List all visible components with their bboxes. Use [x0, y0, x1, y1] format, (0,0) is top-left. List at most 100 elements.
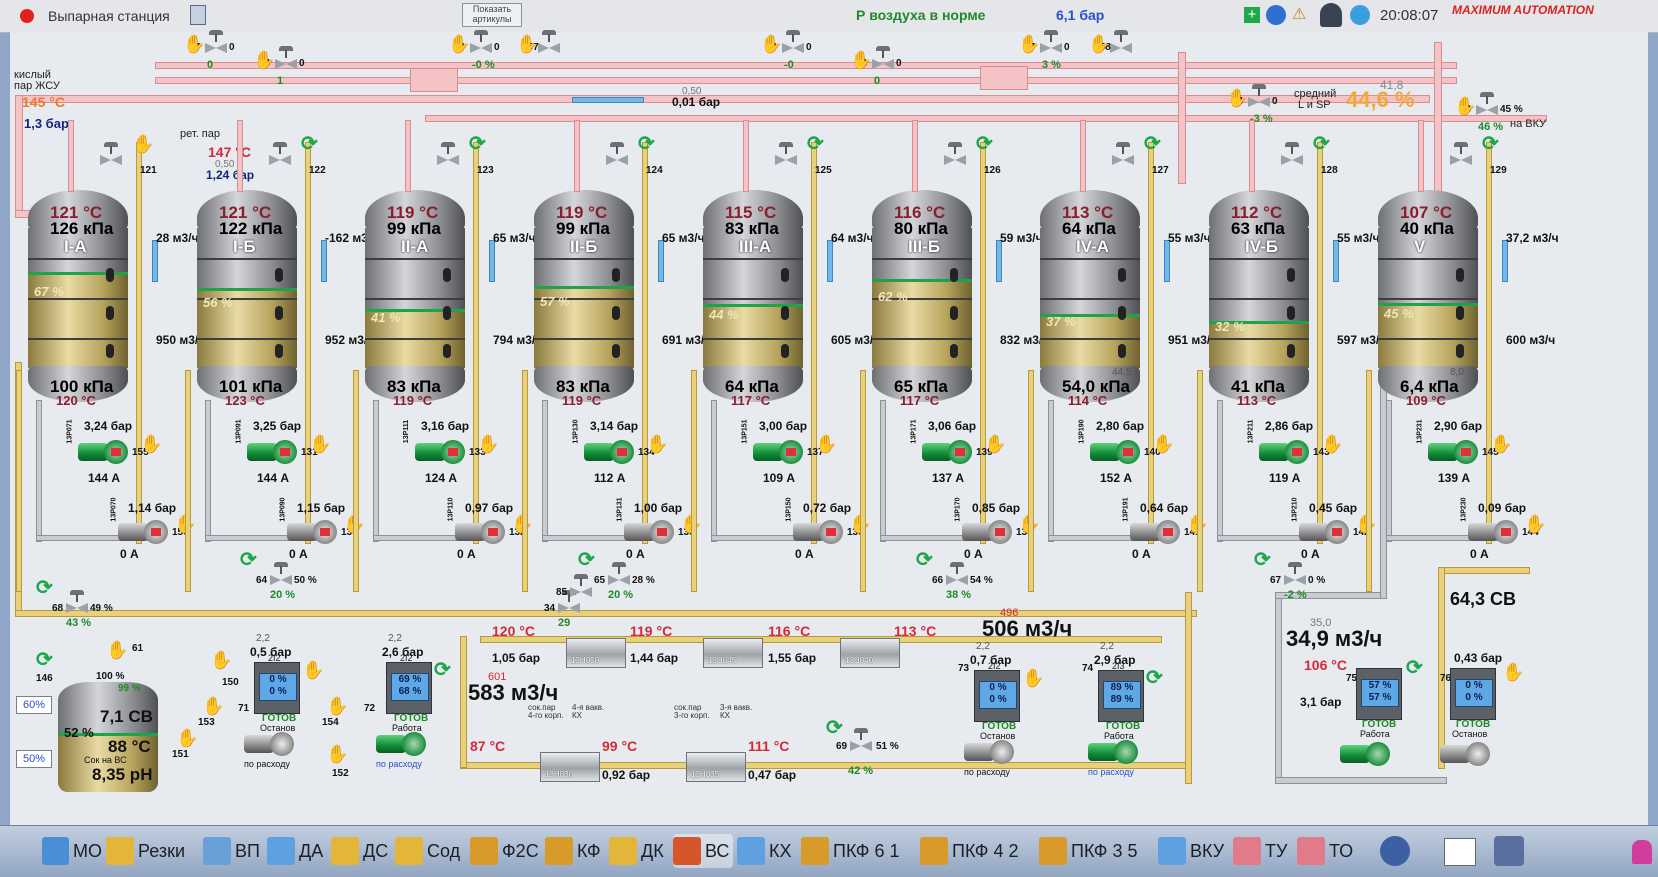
manual-icon-151[interactable]: ✋ — [176, 728, 199, 748]
taskbar-item-дс[interactable]: ДС — [331, 834, 391, 868]
clipboard-icon[interactable] — [190, 5, 206, 25]
auto-mode-icon-146[interactable]: ⟳ — [36, 649, 53, 671]
manual-icon-121[interactable]: ✋ — [132, 134, 155, 154]
evaporator-6[interactable] — [872, 190, 972, 402]
pump-131[interactable] — [247, 440, 299, 464]
level-valve-68[interactable] — [66, 590, 88, 614]
manual-icon-152[interactable]: ✋ — [326, 744, 349, 764]
manual-icon-155[interactable]: ✋ — [140, 434, 163, 454]
auto-mode-icon-123[interactable]: ⟳ — [469, 133, 486, 155]
heat-exchanger-13h045[interactable]: 13H045 — [703, 638, 763, 668]
taskbar-item-да[interactable]: ДА — [267, 834, 327, 868]
valve-77[interactable] — [205, 30, 227, 54]
pump-141[interactable] — [1130, 520, 1182, 544]
pump-142[interactable] — [1299, 520, 1351, 544]
pump-155[interactable] — [78, 440, 130, 464]
taskbar-item-ту[interactable]: ТУ — [1233, 834, 1293, 868]
valve-78[interactable] — [275, 46, 297, 70]
evaporator-7[interactable] — [1040, 190, 1140, 402]
feed-panel-1[interactable]: 69 %68 % — [386, 662, 432, 714]
valve-97[interactable] — [1040, 30, 1062, 54]
manual-icon-80[interactable]: ✋ — [760, 34, 783, 54]
taskbar-item-кф[interactable]: КФ — [545, 834, 605, 868]
level-valve-66[interactable] — [946, 562, 968, 586]
heat-exchanger-13h030[interactable]: 13H030 — [540, 752, 600, 782]
pump-145[interactable] — [1428, 440, 1480, 464]
steam-valve-124[interactable] — [606, 142, 628, 166]
pump-140[interactable] — [1090, 440, 1142, 464]
telegram-icon[interactable] — [1350, 5, 1370, 25]
auto-mode-icon-122[interactable]: ⟳ — [301, 133, 318, 155]
valve-94[interactable] — [1248, 84, 1270, 108]
steam-valve-125[interactable] — [775, 142, 797, 166]
evaporator-5[interactable] — [703, 190, 803, 402]
auto-mode-icon-65[interactable]: ⟳ — [578, 549, 595, 571]
pump-134[interactable] — [584, 440, 636, 464]
taskbar-item-ф2с[interactable]: Ф2С — [470, 834, 541, 868]
level-valve-64[interactable] — [270, 562, 292, 586]
feed-panel-2[interactable]: 0 %0 % — [974, 670, 1020, 722]
auto-mode-icon-feed-1[interactable]: ⟳ — [434, 659, 451, 681]
manual-icon-143[interactable]: ✋ — [1321, 434, 1344, 454]
feed-pump-0[interactable] — [244, 732, 296, 756]
maintenance-icon[interactable] — [1494, 836, 1524, 866]
panel-75[interactable]: 57 %57 % — [1356, 668, 1402, 720]
valve-63[interactable] — [1476, 92, 1498, 116]
manual-icon-96[interactable]: ✋ — [850, 50, 873, 70]
valve-79[interactable] — [470, 30, 492, 54]
alarm-bell-icon[interactable] — [1632, 840, 1652, 864]
taskbar-item-вку[interactable]: ВКУ — [1158, 834, 1229, 868]
feed-pump-1[interactable] — [376, 732, 428, 756]
auto-mode-icon-124[interactable]: ⟳ — [638, 133, 655, 155]
pump-156[interactable] — [118, 520, 170, 544]
pump-138[interactable] — [962, 520, 1014, 544]
level-valve-67[interactable] — [1284, 562, 1306, 586]
heat-exchanger-13h035[interactable]: 13H035 — [686, 752, 746, 782]
taskbar-item-пкф-4-2[interactable]: ПКФ 4 2 — [920, 834, 1035, 868]
auto-mode-icon-125[interactable]: ⟳ — [807, 133, 824, 155]
pump-76[interactable] — [1440, 742, 1492, 766]
pump-133[interactable] — [415, 440, 467, 464]
taskbar-item-то[interactable]: ТО — [1297, 834, 1357, 868]
manual-icon-feed-0[interactable]: ✋ — [302, 660, 325, 680]
network-icon[interactable]: ⚠ — [1292, 6, 1307, 23]
manual-icon-144[interactable]: ✋ — [1524, 514, 1547, 534]
pump-137[interactable] — [753, 440, 805, 464]
level-valve-85[interactable] — [570, 574, 592, 598]
auto-mode-icon-128[interactable]: ⟳ — [1313, 133, 1330, 155]
auto-mode-icon-66[interactable]: ⟳ — [916, 549, 933, 571]
evaporator-3[interactable] — [365, 190, 465, 402]
steam-valve-129[interactable] — [1450, 142, 1472, 166]
pump-144[interactable] — [1468, 520, 1520, 544]
steam-valve-126[interactable] — [944, 142, 966, 166]
auto-mode-icon-feed-3[interactable]: ⟳ — [1146, 667, 1163, 689]
auto-mode-icon-64[interactable]: ⟳ — [240, 549, 257, 571]
evaporator-8[interactable] — [1209, 190, 1309, 402]
valve-157[interactable] — [538, 30, 560, 54]
manual-icon-133[interactable]: ✋ — [477, 434, 500, 454]
add-icon[interactable]: + — [1244, 7, 1260, 23]
settings-gear-icon[interactable] — [1380, 836, 1410, 866]
manual-icon-77[interactable]: ✋ — [183, 34, 206, 54]
manual-icon-137[interactable]: ✋ — [815, 434, 838, 454]
evaporator-1[interactable] — [28, 190, 128, 402]
taskbar-item-сод[interactable]: Сод — [395, 834, 466, 868]
taskbar-item-мо[interactable]: МО — [42, 834, 102, 868]
evaporator-2[interactable] — [197, 190, 297, 402]
valve-80[interactable] — [782, 30, 804, 54]
auto-mode-icon-69[interactable]: ⟳ — [826, 717, 843, 739]
heat-exchanger-13h040[interactable]: 13H040 — [840, 638, 900, 668]
taskbar-item-вс[interactable]: ВС — [673, 834, 733, 868]
feed-pump-3[interactable] — [1088, 740, 1140, 764]
evaporator-4[interactable] — [534, 190, 634, 402]
manual-icon-79[interactable]: ✋ — [448, 34, 471, 54]
auto-mode-icon-127[interactable]: ⟳ — [1144, 133, 1161, 155]
pump-143[interactable] — [1259, 440, 1311, 464]
tank-vs[interactable] — [58, 682, 158, 792]
operator-icon[interactable] — [1320, 3, 1342, 27]
feed-panel-3[interactable]: 89 %89 % — [1098, 670, 1144, 722]
manual-icon-153[interactable]: ✋ — [202, 696, 225, 716]
valve-96[interactable] — [872, 46, 894, 70]
manual-icon-63[interactable]: ✋ — [1454, 96, 1477, 116]
feed-pump-2[interactable] — [964, 740, 1016, 764]
